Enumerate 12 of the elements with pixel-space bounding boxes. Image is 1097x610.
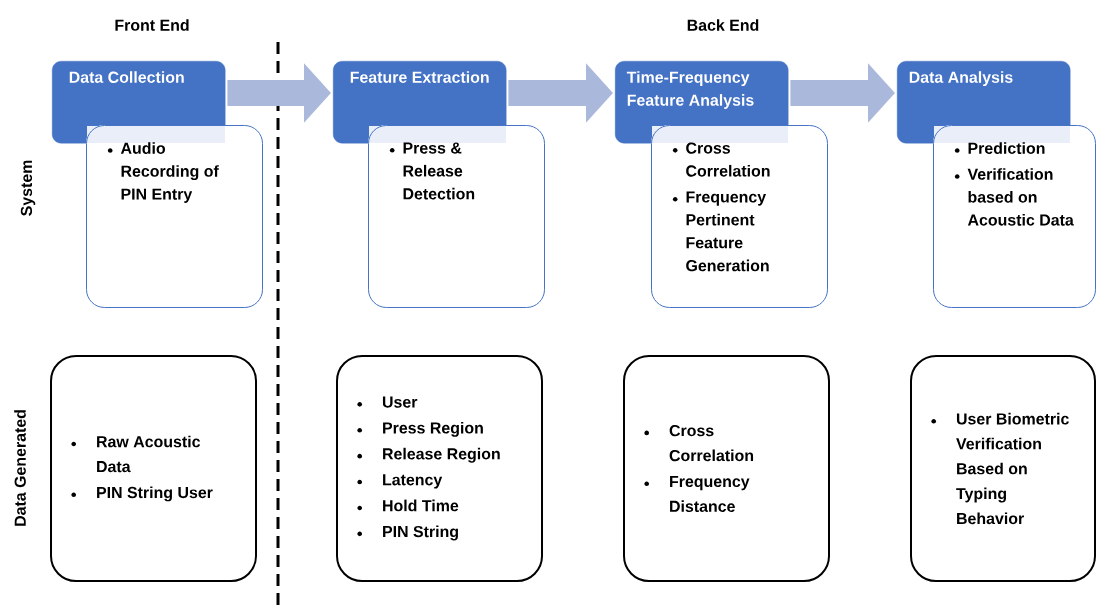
data-box: User Biometric Verification Based on Typing Behavior xyxy=(910,355,1096,582)
row-heading: System xyxy=(20,160,36,216)
data-box: Cross Correlation Frequency Distance xyxy=(623,355,830,582)
data-box: Raw Acoustic Data PIN String User xyxy=(50,355,257,582)
detail-box: Cross Correlation Frequency Pertinent Feature Generation xyxy=(651,125,828,308)
detail-box: Audio Recording of PIN Entry xyxy=(86,125,263,308)
column-heading: Back End xyxy=(687,19,759,31)
detail-box: Prediction Verification based on Acoustic Data xyxy=(933,125,1096,308)
data-box: User Press Region Release Region Latency Hold Time PIN String xyxy=(336,355,543,582)
row-heading: Data Generated xyxy=(14,410,26,526)
column-heading: Front End xyxy=(115,19,189,31)
detail-box: Press & Release Detection xyxy=(368,125,545,308)
